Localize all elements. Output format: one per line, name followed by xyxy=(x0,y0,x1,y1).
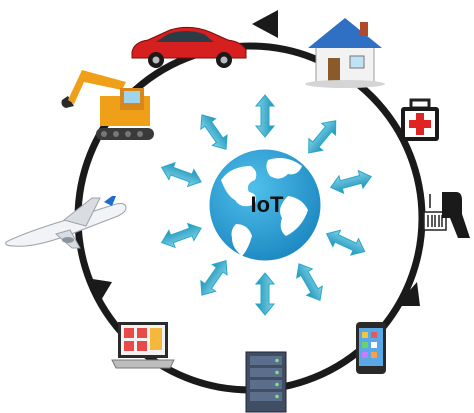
connector-arrow xyxy=(325,229,366,256)
connector-arrow xyxy=(200,260,228,296)
connector-arrow xyxy=(254,272,276,316)
connector-arrow xyxy=(160,222,202,249)
excavator-icon xyxy=(61,70,154,140)
ring-arrowhead-left xyxy=(86,278,112,302)
house-icon xyxy=(305,18,385,88)
globe-icon xyxy=(206,146,324,264)
airplane-icon xyxy=(5,196,127,249)
hub-label: IoT xyxy=(251,192,285,217)
iot-hub: IoT xyxy=(206,146,324,264)
connector-arrow xyxy=(200,114,228,150)
connector-arrow xyxy=(296,263,323,301)
server-rack-icon xyxy=(245,351,287,413)
connector-arrow xyxy=(160,161,202,188)
car-icon xyxy=(131,26,247,68)
barcode-scanner-icon xyxy=(423,192,470,238)
ring-arrowhead-top xyxy=(252,10,278,38)
connector-arrow xyxy=(254,94,276,138)
connector-arrows xyxy=(160,94,373,316)
smartphone-icon xyxy=(356,322,386,374)
first-aid-kit-icon xyxy=(401,98,439,141)
ring-arrowhead-right xyxy=(396,282,420,306)
connector-arrow xyxy=(329,169,373,195)
laptop-icon xyxy=(111,322,175,369)
connector-arrow xyxy=(308,120,337,154)
